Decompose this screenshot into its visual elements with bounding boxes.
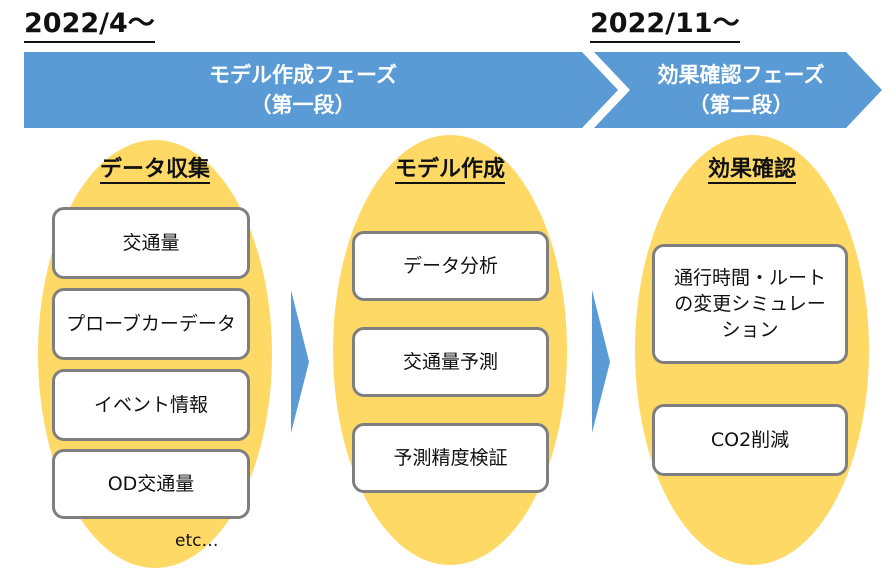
- column-1-item-3: イベント情報: [52, 369, 250, 441]
- column-2-item-1: データ分析: [352, 231, 549, 301]
- column-3-item-1: 通行時間・ルートの変更シミュレーション: [652, 244, 848, 364]
- phase-2-title: 効果確認フェーズ: [657, 63, 825, 87]
- second-phase-date-label: 2022/11～: [590, 8, 740, 43]
- flow-arrow-1: [291, 290, 309, 433]
- column-2-title: モデル作成: [394, 157, 505, 184]
- phase-2-subtitle: （第二段）: [688, 93, 794, 117]
- column-1-item-1: 交通量: [52, 207, 250, 279]
- phase-1-label: モデル作成フェーズ （第一段）: [24, 60, 582, 120]
- column-1-footnote: etc…: [175, 531, 219, 551]
- column-3-title: 効果確認: [707, 157, 796, 184]
- column-1-title: データ収集: [99, 157, 210, 184]
- phase-2-banner-arrow: [594, 52, 882, 128]
- column-2-item-2: 交通量予測: [352, 327, 549, 397]
- phase-1-subtitle: （第一段）: [250, 93, 356, 117]
- column-3-item-2: CO2削減: [652, 404, 848, 476]
- column-1-item-2: プローブカーデータ: [52, 288, 250, 360]
- phase-1-title: モデル作成フェーズ: [209, 63, 397, 87]
- phase-2-label: 効果確認フェーズ （第二段）: [626, 60, 856, 120]
- flow-arrow-2: [592, 290, 610, 433]
- column-1-item-4: OD交通量: [52, 449, 250, 519]
- start-date-label: 2022/4～: [24, 8, 155, 43]
- column-2-item-3: 予測精度検証: [352, 423, 549, 493]
- phase-1-banner-arrow: [24, 52, 618, 128]
